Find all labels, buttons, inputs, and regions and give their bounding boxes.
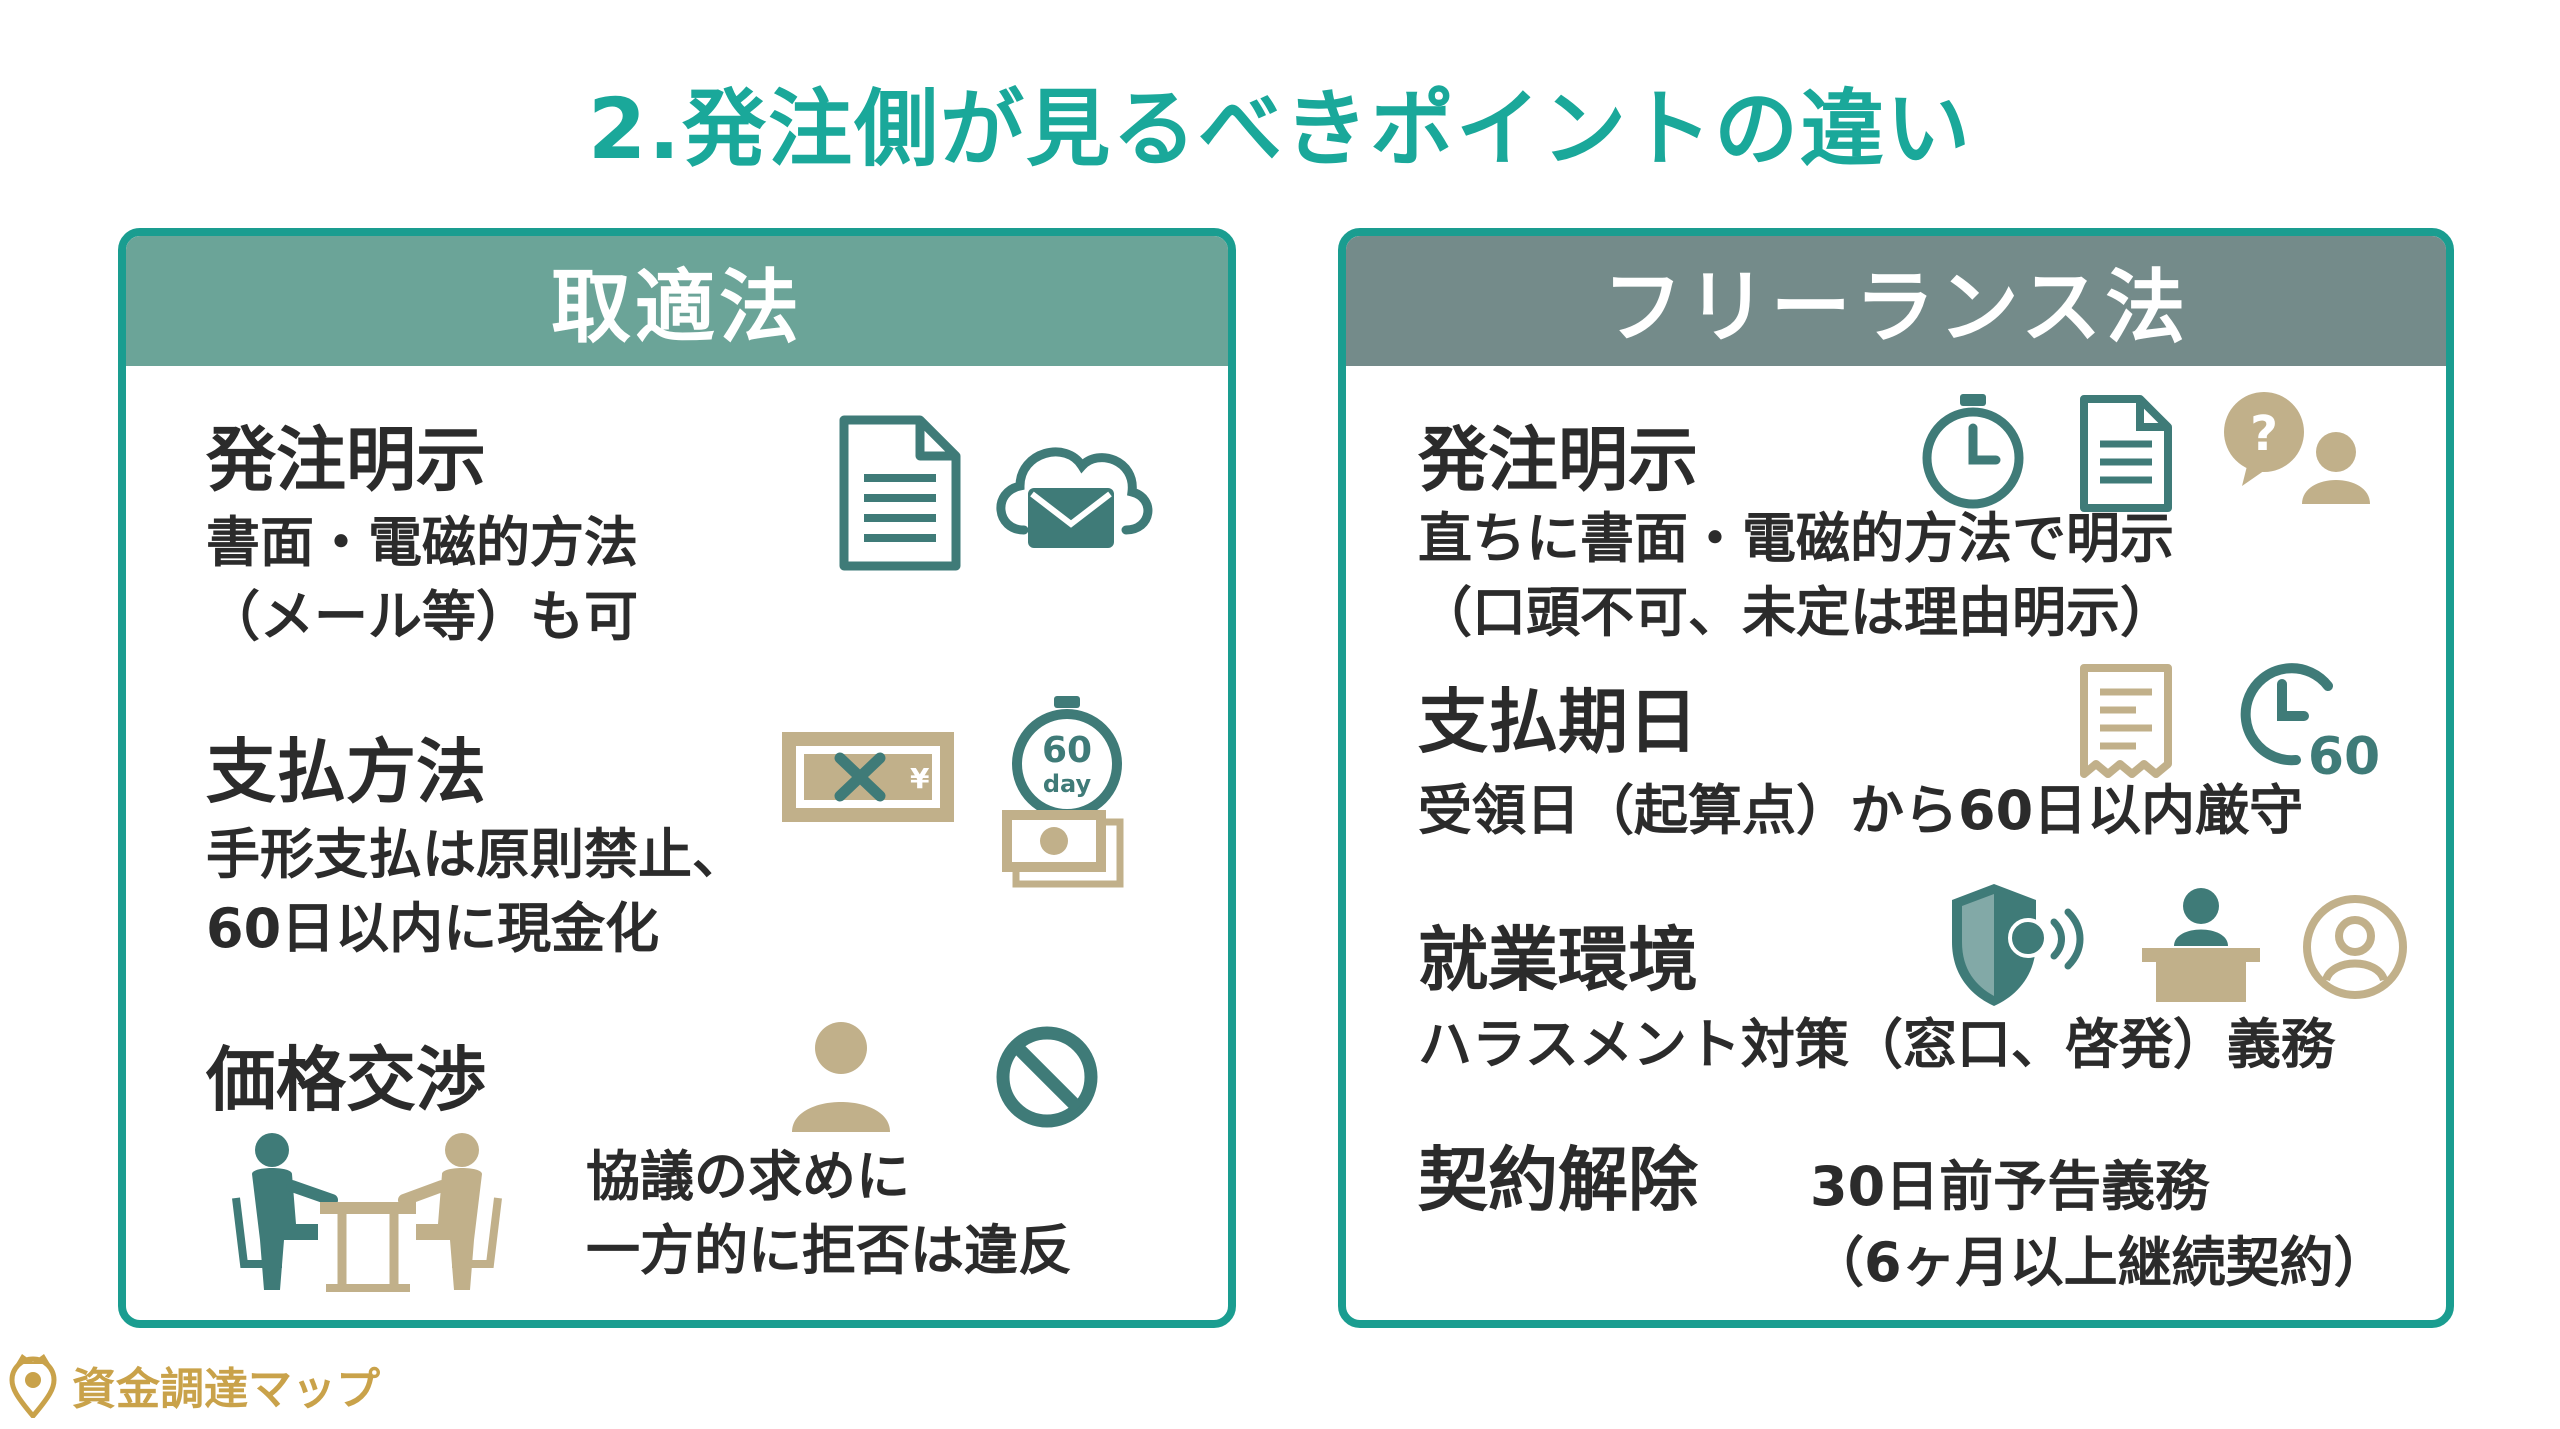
stopwatch-60-day-icon: 60 day [1012, 696, 1122, 819]
item-line: （6ヶ月以上継続契約） [1810, 1231, 2388, 1294]
clock-60-icon: 60 [2240, 663, 2380, 786]
person-icon [792, 1022, 890, 1132]
item-line: 手形支払は原則禁止、 [206, 823, 746, 886]
clock-number: 60 [2308, 727, 2380, 786]
item-line: ハラスメント対策（窓口、啓発）義務 [1418, 1013, 2335, 1076]
prohibited-icon [996, 1026, 1098, 1128]
map-pin-crown-icon [9, 1354, 57, 1418]
brand-logo: 資金調達マップ [6, 1350, 380, 1420]
item-line: 協議の求めに [586, 1145, 910, 1208]
item-line: 一方的に拒否は違反 [586, 1219, 1072, 1282]
item-heading: 就業環境 [1418, 919, 1698, 1001]
item-line: 30日前予告義務 [1810, 1155, 2210, 1218]
document-icon [839, 415, 961, 571]
stopwatch-icon [1922, 394, 2024, 509]
question-glyph: ? [2250, 406, 2278, 462]
shield-voice-icon [1952, 884, 2084, 1006]
user-circle-icon [2303, 895, 2407, 999]
item-heading: 契約解除 [1418, 1139, 1698, 1221]
panel-header: フリーランス法 [1346, 236, 2446, 366]
receipt-icon [2080, 664, 2172, 778]
item-line: 60日以内に現金化 [206, 897, 660, 960]
item-heading: 発注明示 [1418, 419, 1698, 501]
panel-header: 取適法 [126, 236, 1228, 366]
item-heading: 支払方法 [206, 731, 486, 813]
item-line: 書面・電磁的方法 [206, 511, 638, 574]
item-heading: 発注明示 [206, 419, 486, 501]
negotiation-table-icon [232, 1133, 502, 1292]
timer-number: 60 [1042, 730, 1092, 771]
cloud-mail-icon [996, 447, 1153, 548]
banknote-x-icon: ¥ [782, 732, 954, 822]
question-person-icon: ? [2224, 392, 2370, 504]
person-desk-icon [2142, 888, 2260, 1002]
item-heading: 支払期日 [1418, 681, 1698, 763]
document-icon [2080, 395, 2172, 512]
item-line: （メール等）も可 [206, 585, 638, 648]
item-line: （口頭不可、未定は理由明示） [1418, 581, 2174, 644]
item-heading: 価格交渉 [206, 1039, 486, 1121]
cash-stack-icon [1002, 810, 1124, 888]
yen-glyph: ¥ [910, 762, 930, 795]
item-line: 直ちに書面・電磁的方法で明示 [1418, 507, 2174, 570]
timer-unit: day [1043, 770, 1092, 798]
page-title: 2.発注側が見るべきポイントの違い [587, 80, 1973, 178]
item-line: 受領日（起算点）から60日以内厳守 [1418, 779, 2304, 842]
brand-name: 資金調達マップ [72, 1364, 380, 1415]
panel-freelance: フリーランス法 発注明示 直ちに書面・電磁的方法で明示 （口頭不可、未定は理由明… [1338, 228, 2454, 1328]
panel-torihiki: 取適法 発注明示 書面・電磁的方法 （メール等）も可 支払方法 手形支払は原則禁… [118, 228, 1236, 1328]
